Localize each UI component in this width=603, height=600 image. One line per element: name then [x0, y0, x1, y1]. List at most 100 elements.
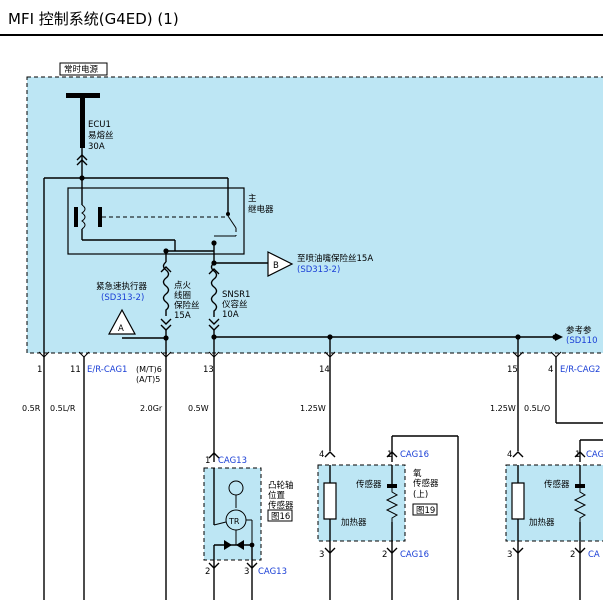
- ref-b-triangle: [267, 251, 294, 277]
- ref-right-text: 参考参: [566, 325, 592, 336]
- ref-a-letter: A: [118, 324, 124, 334]
- conn-chevron-4: [208, 351, 220, 358]
- ign-fuse-l2: 线圈: [174, 290, 191, 301]
- relay-switch: [227, 215, 237, 229]
- fuse-name: ECU1: [88, 120, 111, 130]
- o2l-pin-tl: 4: [507, 450, 512, 460]
- o2u-pin-br: 2: [382, 550, 387, 560]
- cam-pin-b2: 2: [205, 567, 210, 577]
- box-label: 常时电源: [64, 64, 99, 75]
- cam-label-2: 位置: [268, 490, 286, 501]
- snsr-chevron-top: [208, 268, 220, 275]
- conn-at: (A/T)5: [136, 375, 160, 384]
- o2u-pin-tl: 4: [319, 450, 324, 460]
- o2u-chevron-br: [386, 547, 398, 554]
- wire-label-6: 1.25W: [490, 404, 516, 413]
- cam-pin-b3: 3: [244, 567, 249, 577]
- o2u-label-3: (上): [413, 490, 428, 500]
- o2u-chevron-tl: [324, 451, 336, 458]
- conn-mt: (M/T)6: [136, 365, 162, 374]
- fusible-link: [80, 98, 85, 148]
- page-title: MFI 控制系统(G4ED) (1): [8, 10, 179, 28]
- o2l-chevron-tl: [512, 451, 524, 458]
- cam-pin-top: 1: [205, 456, 210, 466]
- o2l-heater-element: [511, 482, 525, 520]
- o2l-pin-br: 2: [570, 550, 575, 560]
- wire-label-4: 0.5W: [188, 404, 209, 413]
- snsr-fuse-l3: 10A: [222, 310, 239, 320]
- o2l-conn-bottom: CA: [588, 550, 600, 560]
- cam-fig: 图16: [271, 512, 290, 522]
- pin-13: 13: [203, 365, 214, 375]
- cam-diode-1: [224, 540, 232, 550]
- o2u-pin-bl: 3: [319, 550, 324, 560]
- cam-tr-left: [213, 521, 227, 526]
- pin-14: 14: [319, 365, 330, 375]
- o2u-heater-element: [323, 482, 337, 520]
- ref-a-text: 紧急速执行器: [96, 281, 148, 292]
- o2u-sensor: 传感器: [356, 479, 382, 490]
- cam-conn-top: CAG13: [218, 456, 247, 466]
- o2u-chevron-bl: [324, 547, 336, 554]
- cam-tr: TR: [228, 517, 240, 526]
- power-distribution-box: [26, 76, 603, 354]
- pin-15: 15: [507, 365, 518, 375]
- junction-bus-1: [211, 334, 217, 340]
- o2u-chevron-tr: [386, 451, 398, 458]
- o2u-label-1: 氧: [413, 468, 422, 479]
- o2u-conn-bottom: CAG16: [400, 550, 429, 560]
- o2l-conn-top: CAG: [586, 450, 603, 460]
- wire-label-7: 0.5L/O: [524, 404, 550, 413]
- o2u-label-2: 传感器: [413, 478, 439, 489]
- cam-label-3: 传感器: [268, 500, 294, 511]
- snsr-fuse-l2: 仪容丝: [222, 299, 248, 310]
- o2l-cell: [575, 484, 585, 488]
- wire-label-2: 0.5L/R: [50, 404, 76, 413]
- o2u-heater: 加热器: [341, 517, 367, 528]
- cam-chevron-br: [246, 562, 258, 569]
- wire-label-1: 0.5R: [22, 404, 41, 413]
- o2l-sensor: 传感器: [544, 479, 570, 490]
- ref-b-letter: B: [273, 261, 279, 271]
- ref-b-code: (SD313-2): [297, 265, 340, 275]
- ignition-fuse: [162, 261, 170, 316]
- relay-core-right: [98, 207, 102, 227]
- o2u-resistor: [385, 488, 399, 522]
- ref-b-text: 至喷油嘴保险丝15A: [297, 253, 373, 264]
- main-relay: [67, 187, 245, 255]
- conn-chevron-5: [324, 351, 336, 358]
- ref-a-code: (SD313-2): [101, 293, 144, 303]
- wire-label-5: 1.25W: [300, 404, 326, 413]
- relay-label-2: 继电器: [248, 204, 274, 215]
- relay-core-left: [74, 207, 78, 227]
- relay-pivot: [226, 212, 230, 216]
- ign-fuse-l1: 点火: [174, 281, 192, 291]
- cam-label-1: 凸轮轴: [268, 480, 294, 491]
- o2u-fig-frame: [412, 503, 438, 516]
- ref-right-code: (SD110: [566, 336, 597, 346]
- ign-chevron-top: [160, 266, 172, 273]
- pin-4: 4: [548, 365, 553, 375]
- cam-chevron-bl: [208, 562, 220, 569]
- relay-coil: [81, 204, 86, 230]
- cam-diode-2: [236, 540, 244, 550]
- conn-chevron-1: [38, 351, 50, 358]
- o2l-chevron-br: [574, 547, 586, 554]
- conn-chevron-3: [160, 351, 172, 358]
- fuse-bar: [66, 93, 100, 98]
- cam-chevron-top: [208, 452, 220, 459]
- conn-ercag1: E/R-CAG1: [87, 365, 127, 375]
- o2l-resistor: [573, 488, 587, 522]
- ref-a-triangle: [107, 308, 137, 335]
- snsr-fuse: [210, 262, 218, 317]
- snsr-fuse-l1: SNSR1: [222, 290, 250, 300]
- o2l-chevron-bl: [512, 547, 524, 554]
- ign-fuse-l4: 15A: [174, 311, 191, 321]
- o2u-conn-top: CAG16: [400, 450, 429, 460]
- o2l-pin-bl: 3: [507, 550, 512, 560]
- bus-arrow: [555, 333, 563, 341]
- junction-ign: [163, 248, 169, 254]
- conn-ercag2: E/R-CAG2: [560, 365, 600, 375]
